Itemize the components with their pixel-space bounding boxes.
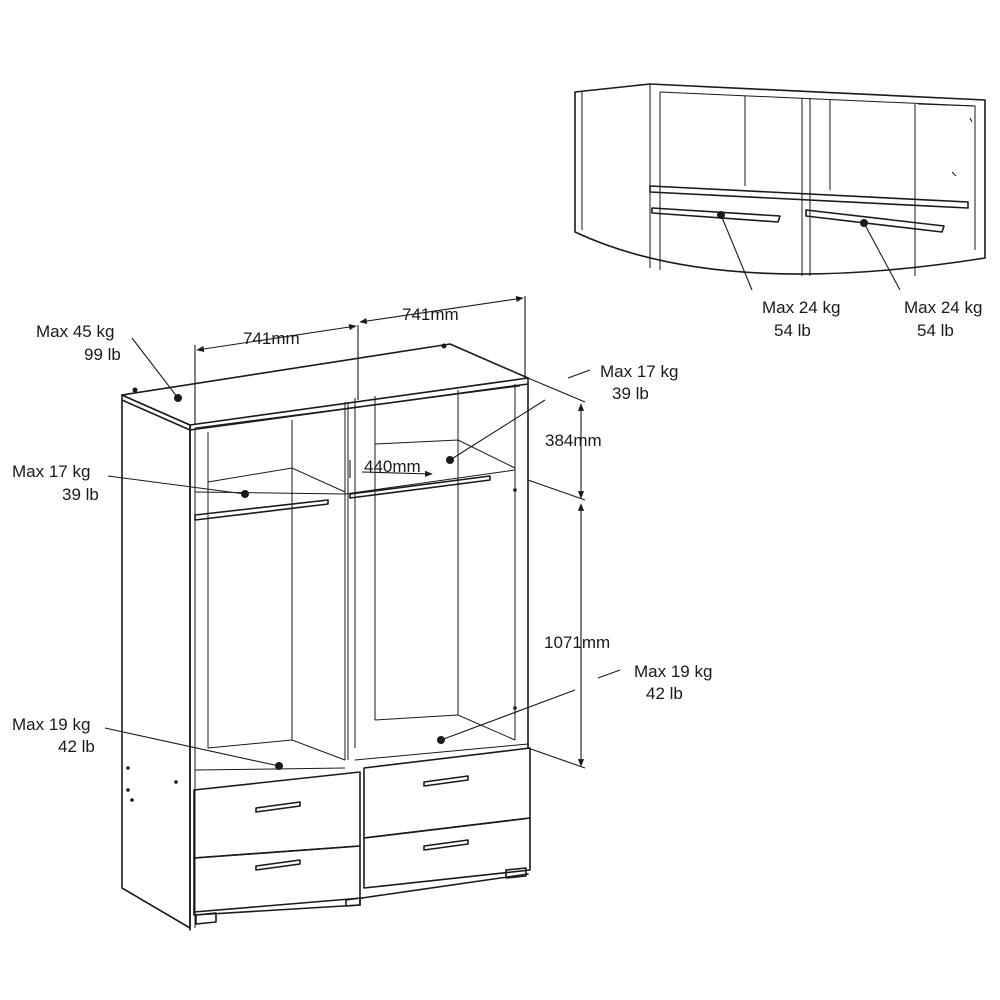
left-bottom-lb: 42 lb	[58, 737, 95, 756]
dim-shelf-depth: 440mm	[364, 457, 421, 476]
right-shelf-kg: Max 17 kg	[600, 362, 678, 381]
right-shelf-lb: 39 lb	[612, 384, 649, 403]
rail-right-lb: 54 lb	[917, 321, 954, 340]
wardrobe-body	[121, 343, 531, 931]
left-shelf-lb: 39 lb	[62, 485, 99, 504]
right-bottom-lb: 42 lb	[646, 684, 683, 703]
leader-lines	[104, 337, 621, 767]
dim-width-right: 741mm	[402, 305, 459, 324]
rail-right-kg: Max 24 kg	[904, 298, 982, 317]
dim-hanging-height: 1071mm	[544, 633, 610, 652]
top-load-kg: Max 45 kg	[36, 322, 114, 341]
rail-left-lb: 54 lb	[774, 321, 811, 340]
dim-width-left: 741mm	[243, 329, 300, 348]
left-bottom-kg: Max 19 kg	[12, 715, 90, 734]
right-bottom-kg: Max 19 kg	[634, 662, 712, 681]
top-load-lb: 99 lb	[84, 345, 121, 364]
rail-left-kg: Max 24 kg	[762, 298, 840, 317]
left-shelf-kg: Max 17 kg	[12, 462, 90, 481]
dimension-lines	[194, 295, 586, 769]
rail-detail-inset	[574, 83, 986, 291]
labels: 741mm 741mm 440mm 384mm 1071mm Max 45 kg…	[12, 298, 982, 756]
dim-top-height: 384mm	[545, 431, 602, 450]
